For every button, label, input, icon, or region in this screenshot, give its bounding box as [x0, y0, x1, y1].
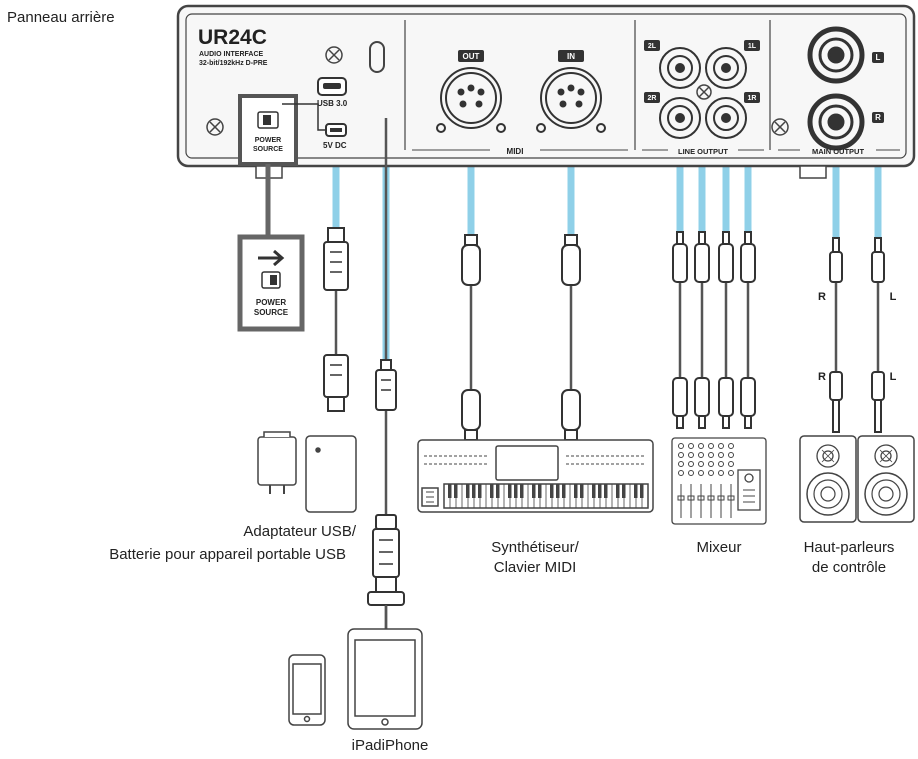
line-output-jack-1r	[705, 97, 747, 139]
monitor-speaker-right-icon	[857, 435, 915, 523]
model-subtitle: AUDIO INTERFACE	[199, 51, 264, 58]
midi-cable-connectors	[461, 234, 581, 441]
mixer-label: Mixeur	[696, 539, 742, 556]
model-spec: 32-bit/192kHz D-PRE	[199, 60, 268, 67]
callout-power-label: POWER	[256, 298, 286, 307]
power-source-callout: POWER SOURCE	[237, 164, 305, 332]
rca-cable-connectors	[672, 231, 756, 429]
usb-port-label: USB 3.0	[317, 99, 348, 108]
main-output-jack-l	[807, 26, 865, 84]
line-1l-label: 1L	[748, 43, 757, 50]
dc-port-label: 5V DC	[323, 141, 347, 150]
midi-in-label: IN	[567, 52, 575, 61]
main-l-label: L	[876, 53, 881, 62]
line-2l-label: 2L	[648, 43, 657, 50]
svg-text:SOURCE: SOURCE	[253, 146, 283, 153]
usb-battery-label: Batterie pour appareil portable USB	[109, 546, 346, 563]
iphone-icon	[288, 654, 326, 726]
panel-body	[176, 4, 916, 168]
power-switch-icon	[257, 111, 279, 129]
line-output-jack-1l	[705, 47, 747, 89]
midi-out-port	[436, 67, 506, 133]
usb-power-adapter-icon	[257, 431, 297, 494]
cable-label-l-top: L	[890, 291, 897, 303]
power-switch-box	[238, 94, 298, 166]
usb-cable-connectors	[367, 359, 405, 606]
line-2r-label: 2R	[648, 95, 657, 102]
synthesizer-label: Synthétiseur/ Clavier MIDI	[491, 539, 579, 577]
mixer-icon	[671, 437, 767, 525]
monitor-speaker-left-icon	[799, 435, 857, 523]
monitor-speakers-label: Haut-parleurs de contrôle	[803, 539, 895, 577]
panel-heading: Panneau arrière	[7, 9, 115, 26]
screw-icon	[325, 46, 343, 64]
cable-label-r-bottom: R	[818, 371, 826, 383]
security-slot	[369, 41, 385, 73]
rear-panel: UR24C AUDIO INTERFACE 32-bit/192kHz D-PR…	[176, 4, 916, 179]
screw-icon	[696, 84, 712, 100]
arrow-right-icon	[258, 249, 285, 267]
ipad-icon	[347, 628, 423, 730]
dc-cable-connectors	[323, 227, 349, 412]
midi-section-label: MIDI	[507, 147, 524, 156]
line-output-label: LINE OUTPUT	[678, 147, 728, 156]
svg-text:SOURCE: SOURCE	[254, 308, 289, 317]
cable-label-r-top: R	[818, 291, 826, 303]
model-name: UR24C	[198, 26, 267, 49]
midi-out-label: OUT	[463, 52, 480, 61]
panel-foot-right	[799, 165, 827, 179]
cable-label-l-bottom: L	[890, 371, 897, 383]
ipad-iphone-label: iPadiPhone	[351, 737, 429, 754]
main-output-jack-r	[807, 93, 865, 151]
power-source-label: POWER	[255, 137, 281, 144]
synthesizer-keyboard-icon	[417, 439, 654, 513]
midi-in-port	[536, 67, 606, 133]
main-output-label: MAIN OUTPUT	[812, 147, 864, 156]
usb-battery-icon	[305, 435, 357, 513]
screw-icon	[771, 118, 789, 136]
trs-cable-connectors	[829, 237, 885, 433]
line-output-jack-2l	[659, 47, 701, 89]
screw-icon	[206, 118, 224, 136]
usb-adapter-label: Adaptateur USB/	[243, 523, 356, 540]
line-output-jack-2r	[659, 97, 701, 139]
main-r-label: R	[875, 113, 881, 122]
power-switch-icon	[261, 271, 281, 289]
line-1r-label: 1R	[748, 95, 757, 102]
